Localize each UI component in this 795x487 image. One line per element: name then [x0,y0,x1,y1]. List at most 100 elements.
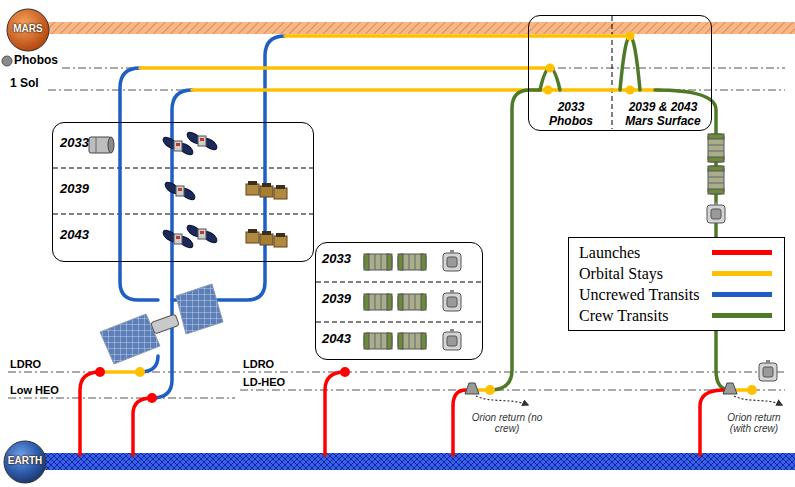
launch-line [325,372,345,455]
stay-dot [544,86,553,95]
legend-label: Orbital Stays [579,263,663,284]
year-label: 2043 [60,227,89,242]
crew-manifest-box: 2033 2039 2043 [315,242,483,360]
stay-dot [747,385,757,395]
lander-icon [246,181,287,247]
destination-text: 2039 & 2043 Mars Surface [622,100,704,128]
crew-transit-line [620,36,640,90]
legend-swatch [712,292,772,297]
box-row-divider [53,168,313,169]
legend-box: LaunchesOrbital StaysUncrewed TransitsCr… [568,237,785,331]
launch-line [700,390,724,455]
solar-electric-spacecraft [151,314,180,334]
earth-band [35,453,795,470]
stay-dot [485,385,495,395]
planet-mars: MARS [6,8,54,52]
legend-row: Orbital Stays [569,263,784,284]
destination-box: 2033 Phobos 2039 & 2043 Mars Surface [528,15,712,131]
box-row-divider [316,322,482,323]
crew-stack-icon [443,290,461,311]
legend-swatch [712,271,772,276]
year-label: 2033 [60,135,89,150]
orbit-label: LDRO [10,358,41,371]
year-label: 2043 [322,331,351,346]
box-row-divider [316,282,482,283]
planet-outline [4,441,46,483]
legend-label: Launches [579,242,640,263]
orbit-label: Low HEO [10,384,59,397]
cargo-spacecraft-icon [163,180,197,202]
orion-return-arrow [476,396,528,405]
solar-electric-spacecraft [100,314,160,364]
orbital-stay-line [140,66,552,70]
crew-stack-icon [398,254,426,270]
orbit-label: Phobos [14,54,58,67]
stay-dot [626,32,635,41]
crew-stack-icon [364,254,392,270]
lander-icon [246,229,287,247]
cargo-spacecraft-icon [185,223,219,245]
launch-dot [95,367,105,377]
planet-outline [7,9,49,51]
crew-stack-icon [398,333,426,349]
orion-return-arrow [476,396,782,405]
crew-stack-icon [364,333,392,349]
stay-dot [626,86,635,95]
orbit-level-line [8,68,785,398]
legend-swatch [712,313,772,318]
orbit-label: 1 Sol [10,77,39,90]
mars-band [40,22,795,34]
year-label: 2033 [322,251,351,266]
crew-stack-icon [707,202,725,223]
crew-stack-icon [398,294,426,310]
mars-band [40,22,795,34]
orbit-level-line [62,68,785,69]
uncrewed-transit-line [120,68,158,300]
launch-dot [340,367,350,377]
launch-line [453,390,466,455]
orion-capsule-icon [723,383,737,394]
stay-dot [546,64,555,73]
orion-capsule-icon [465,383,479,394]
planet-name: MARS [6,23,50,34]
return-note: Orion return (no crew) [470,412,544,434]
crew-stack-icon [443,250,461,271]
destination-text: 2033 Phobos [546,100,596,128]
legend-row: Crew Transits [569,305,784,326]
launch-line [80,372,100,455]
orbital-stay-line [285,34,630,38]
crew-transit-line [490,36,730,390]
cargo-spacecraft-icon [185,130,219,152]
orbit-label: LDRO [243,358,274,371]
planet-name: EARTH [3,455,47,466]
cargo-manifest-box: 2033 2039 2043 [52,122,314,262]
orbit-level-line [8,398,235,399]
crew-stack-icon [364,294,392,310]
orbital-stay-line [192,88,660,92]
box-row-divider [612,16,613,129]
legend-label: Uncrewed Transits [579,284,699,305]
cargo-spacecraft-icon [89,137,114,153]
launch-line [80,372,724,455]
cargo-spacecraft-icon [89,130,219,250]
orion-return-arrow [734,396,782,405]
launch-dot [147,393,157,403]
planet-earth: EARTH [3,440,51,484]
crew-stack-icon [708,134,724,162]
stay-dot [135,367,145,377]
launch-line [133,398,152,455]
orion-capsule-icon [465,383,737,394]
year-label: 2039 [322,291,351,306]
crew-transit-line [490,90,540,390]
legend-row: Launches [569,242,784,263]
lander-icon [246,181,287,199]
orbit-label: LD-HEO [243,376,285,389]
year-label: 2039 [60,181,89,196]
orbital-stay-line [100,36,752,390]
orbit-level-line [8,372,785,373]
phobos-moon [2,56,12,66]
return-note: Orion return (with crew) [718,412,790,434]
uncrewed-transit-line [172,36,285,300]
orbital-stay-line [100,370,140,374]
